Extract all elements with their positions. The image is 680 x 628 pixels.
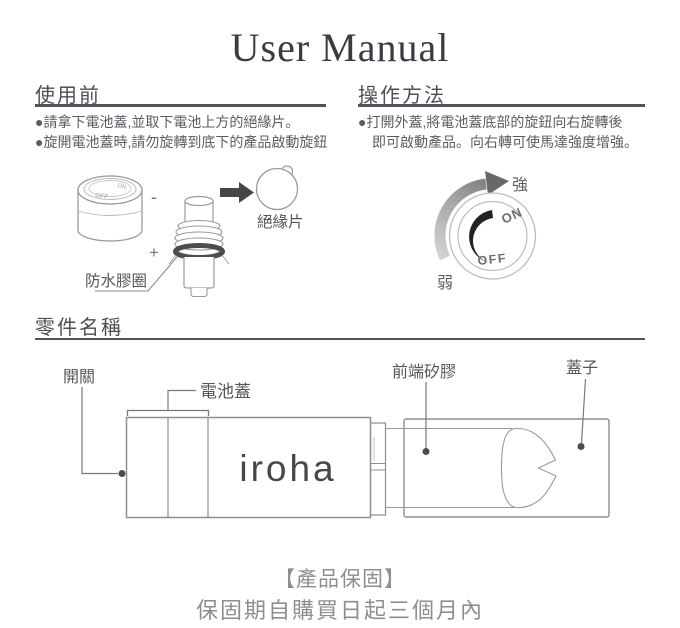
parts-diagram: iroha 電池蓋 開關 前端矽膠 蓋子 — [63, 359, 610, 519]
cap-off-text: OFF — [95, 192, 109, 201]
minus-sign: - — [151, 187, 157, 207]
weak-label: 弱 — [437, 274, 453, 292]
cap-seam-line — [77, 210, 143, 216]
battery-cover-bracket — [126, 409, 210, 416]
section-heading-before-use: 使用前 — [35, 85, 101, 107]
insulation-sheet-label: 絕緣片 — [257, 213, 304, 231]
intensity-arrow-band — [434, 178, 487, 261]
battery-cover-pointer — [167, 389, 196, 411]
switch-pointer — [81, 387, 118, 475]
before-use-bullet-2: ●旋開電池蓋時,請勿旋轉到底下的產品啟動旋鈕 — [35, 133, 328, 150]
page-title: User Manual — [230, 25, 450, 70]
warranty-title: 【產品保固】 — [274, 568, 406, 591]
insulation-sheet-drawing — [255, 165, 299, 211]
operation-bullet-1: ●打開外蓋,將電池蓋底部的旋鈕向右旋轉後 — [358, 114, 623, 130]
battery-neck-drawing — [168, 195, 230, 298]
operation-divider — [358, 104, 645, 107]
dial-indicator-arc — [469, 210, 493, 263]
dial-outer-ring — [448, 192, 537, 280]
switch-label: 開關 — [63, 369, 95, 386]
cap-label: 蓋子 — [566, 359, 598, 377]
cap-pointer — [580, 378, 587, 444]
battery-cap-drawing: ON OFF — [77, 175, 143, 242]
battery-cover-label: 電池蓋 — [200, 382, 251, 401]
section-heading-operation: 操作方法 — [358, 85, 446, 107]
operation-bullet-2: 即可啟動產品。向右轉可使馬達強度增強。 — [372, 133, 638, 150]
waterproof-ring-pointer — [95, 256, 178, 292]
plus-sign: + — [149, 243, 159, 262]
switch-pointer-dot — [118, 470, 126, 477]
before-use-bullet-1: ●請拿下電池蓋,並取下電池上方的絕緣片。 — [35, 114, 300, 130]
operation-instructions: ●打開外蓋,將電池蓋底部的旋鈕向右旋轉後 即可啟動產品。向右轉可使馬達強度增強。 — [358, 113, 653, 152]
body-section-lines — [167, 417, 209, 518]
silicone-tip-shape — [500, 427, 557, 509]
battery-assembly-diagram: ON OFF - + 絕緣片 防水膠圈 — [77, 165, 304, 298]
warranty-text: 保固期自購買日起三個月內 — [195, 598, 484, 623]
dial-diagram: ON OFF 強 弱 — [434, 171, 537, 292]
brand-text: iroha — [239, 448, 336, 489]
cap-on-text: ON — [117, 183, 127, 191]
dial-inner-ring — [457, 200, 528, 272]
section-heading-parts: 零件名稱 — [35, 317, 123, 339]
before-use-instructions: ●請拿下電池蓋,並取下電池上方的絕緣片。 ●旋開電池蓋時,請勿旋轉到底下的產品啟… — [35, 113, 335, 152]
right-arrow-icon — [220, 182, 254, 203]
cap-pointer-dot — [577, 443, 585, 450]
before-use-divider — [35, 104, 326, 107]
waterproof-ring-label: 防水膠圈 — [85, 272, 147, 290]
parts-divider — [35, 338, 645, 340]
dial-off-text: OFF — [477, 251, 508, 268]
silicone-tube-lines — [385, 427, 519, 509]
strong-label: 強 — [512, 176, 528, 194]
connector-drawing — [369, 422, 387, 516]
front-silicone-pointer-dot — [422, 448, 430, 455]
body-outline — [125, 416, 372, 519]
front-silicone-label: 前端矽膠 — [392, 363, 456, 381]
intensity-arrow-head-icon — [485, 171, 509, 195]
